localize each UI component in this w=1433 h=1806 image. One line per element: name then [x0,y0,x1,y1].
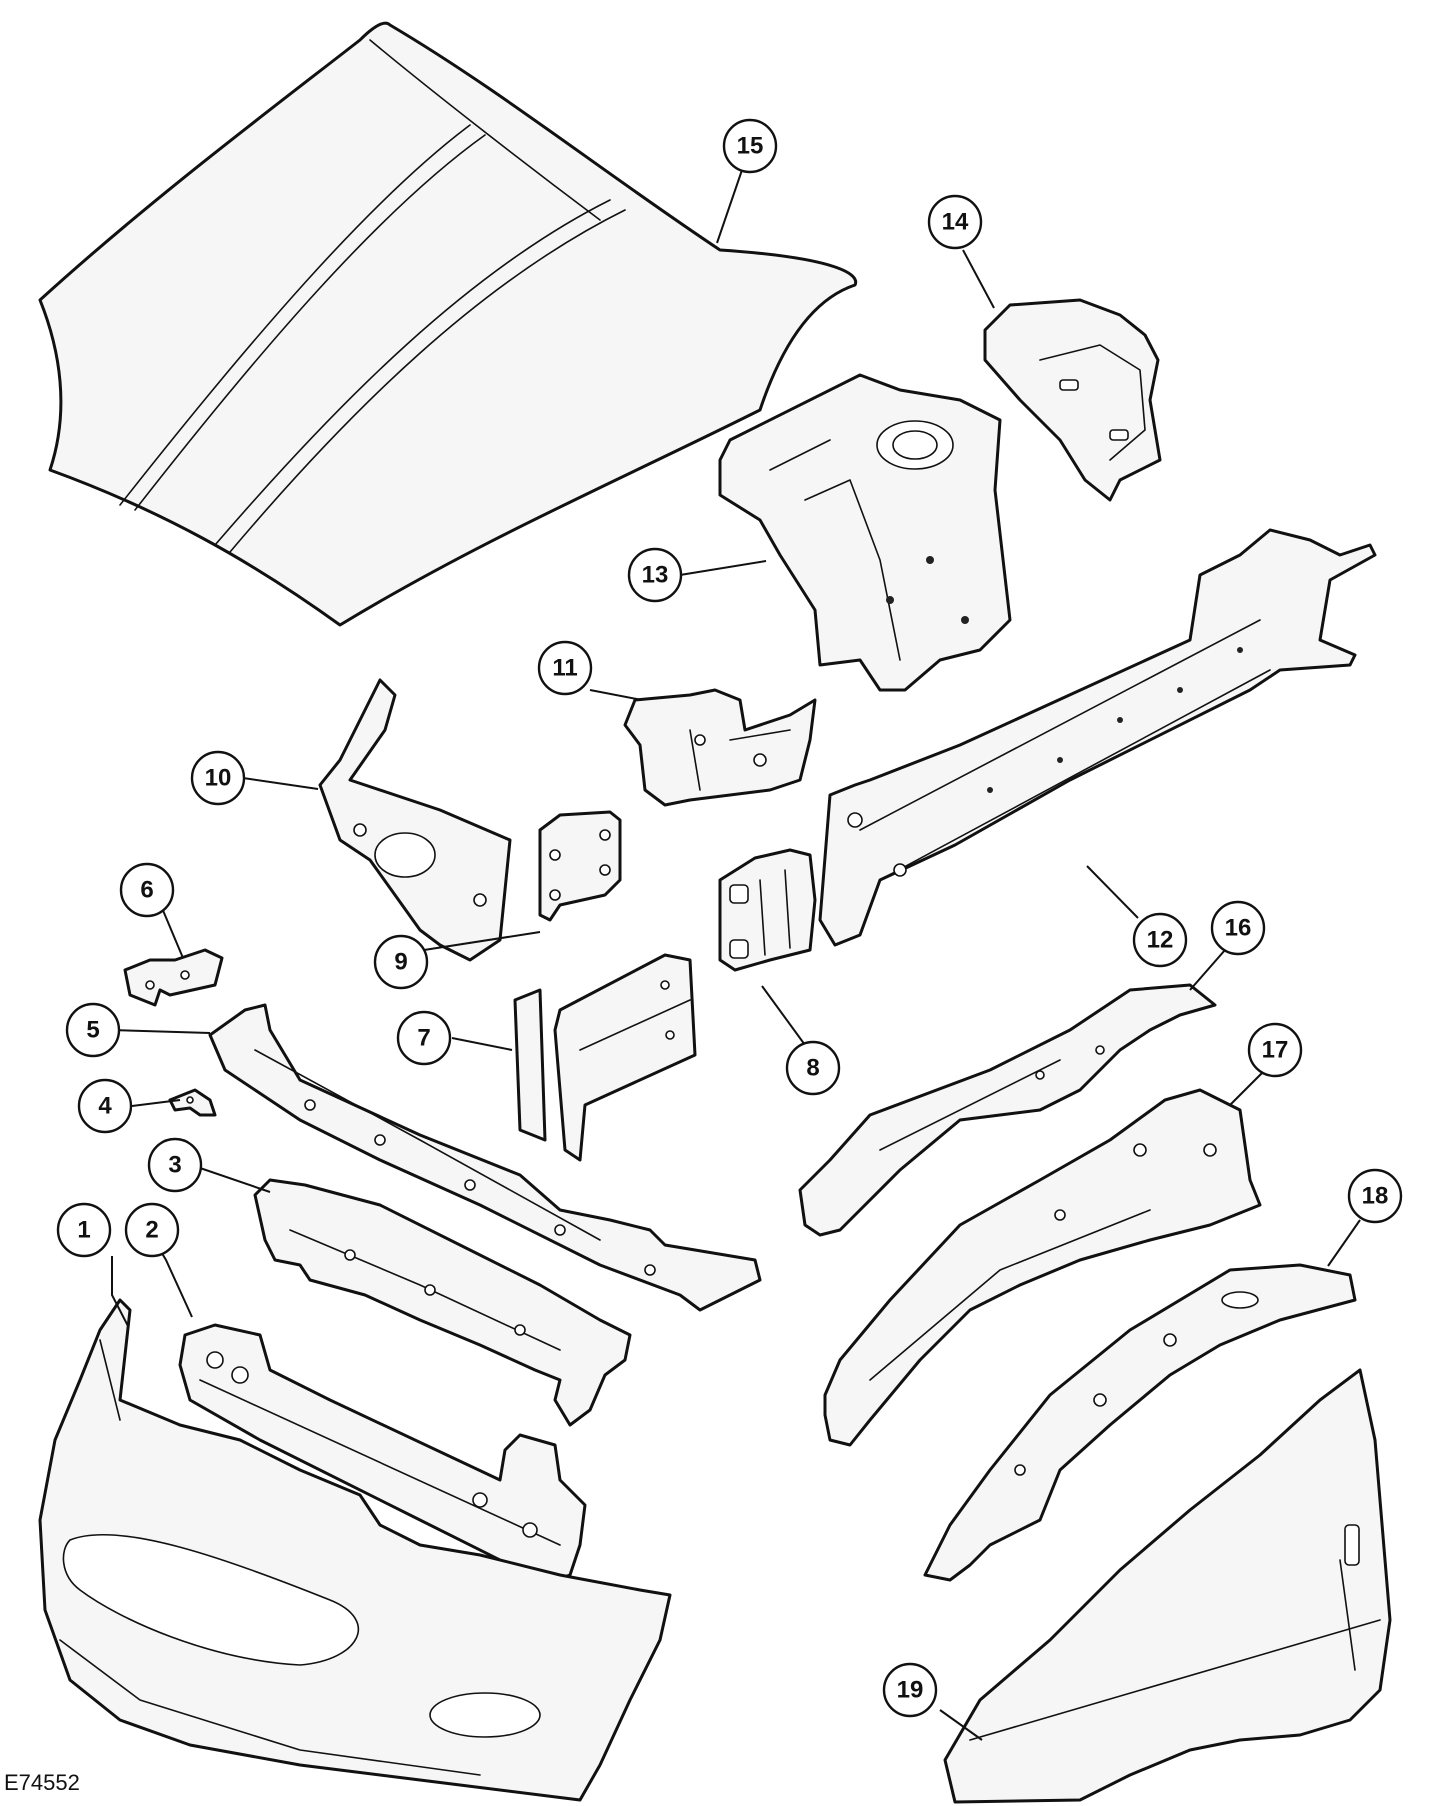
callout-label: 16 [1225,915,1252,942]
callout-13: 13 [627,547,683,603]
part-5-upper-crossmember [208,1003,762,1312]
part-11-bracket [623,688,817,807]
part-9-plate [538,810,622,922]
callout-label: 19 [897,1677,924,1704]
callout-3: 3 [147,1137,203,1193]
callout-14: 14 [927,194,983,250]
part-4-clip [168,1088,217,1117]
callout-label: 1 [77,1217,90,1244]
part-3-lower-crossmember [253,1178,632,1427]
callout-19: 19 [882,1662,938,1718]
part-8-mounting-bracket [718,848,817,972]
callout-15: 15 [722,118,778,174]
part-15-bonnet [38,21,858,627]
callout-label: 10 [205,765,232,792]
part-7-bracket [513,953,697,1162]
callout-label: 18 [1362,1183,1389,1210]
callout-label: 6 [140,877,153,904]
callout-label: 8 [806,1055,819,1082]
callout-label: 17 [1262,1037,1289,1064]
part-16-upper-wing-rail [798,983,1217,1237]
callout-1: 1 [56,1202,112,1258]
part-19-front-wing [943,1368,1392,1804]
figure-id: E74552 [4,1770,80,1795]
part-13-suspension-tower [718,373,1012,692]
callout-4: 4 [77,1078,133,1134]
callout-7: 7 [396,1010,452,1066]
callout-label: 15 [737,133,764,160]
callout-2: 2 [124,1202,180,1258]
callout-9: 9 [373,934,429,990]
callout-8: 8 [785,1040,841,1096]
part-14-wheel-arch-upper [983,298,1162,502]
callout-12: 12 [1132,912,1188,968]
callout-label: 12 [1147,927,1174,954]
callout-6: 6 [119,862,175,918]
part-12-chassis-rail [818,528,1377,947]
callout-label: 11 [552,655,577,682]
callout-label: 5 [86,1017,99,1044]
part-6-small-bracket [123,948,224,1007]
callout-label: 2 [145,1217,158,1244]
callout-label: 7 [417,1025,430,1052]
callout-label: 9 [394,949,407,976]
part-10-headlamp-bracket [318,678,512,962]
callouts: 1 2 3 4 5 6 7 8 9 10 11 12 13 14 15 16 1… [56,118,1403,1718]
callout-label: 14 [942,209,969,236]
callout-17: 17 [1247,1022,1303,1078]
part-18-wheel-arch-lower [923,1263,1357,1582]
part-2-bumper-beam [178,1323,587,1582]
callout-11: 11 [537,640,593,696]
callout-10: 10 [190,750,246,806]
part-17-lower-wing-rail [823,1088,1262,1447]
part-1-front-bumper [38,1298,672,1802]
callout-label: 13 [642,562,669,589]
callout-5: 5 [65,1002,121,1058]
callout-18: 18 [1347,1168,1403,1224]
callout-label: 3 [168,1152,181,1179]
callout-16: 16 [1210,900,1266,956]
callout-label: 4 [98,1093,112,1120]
